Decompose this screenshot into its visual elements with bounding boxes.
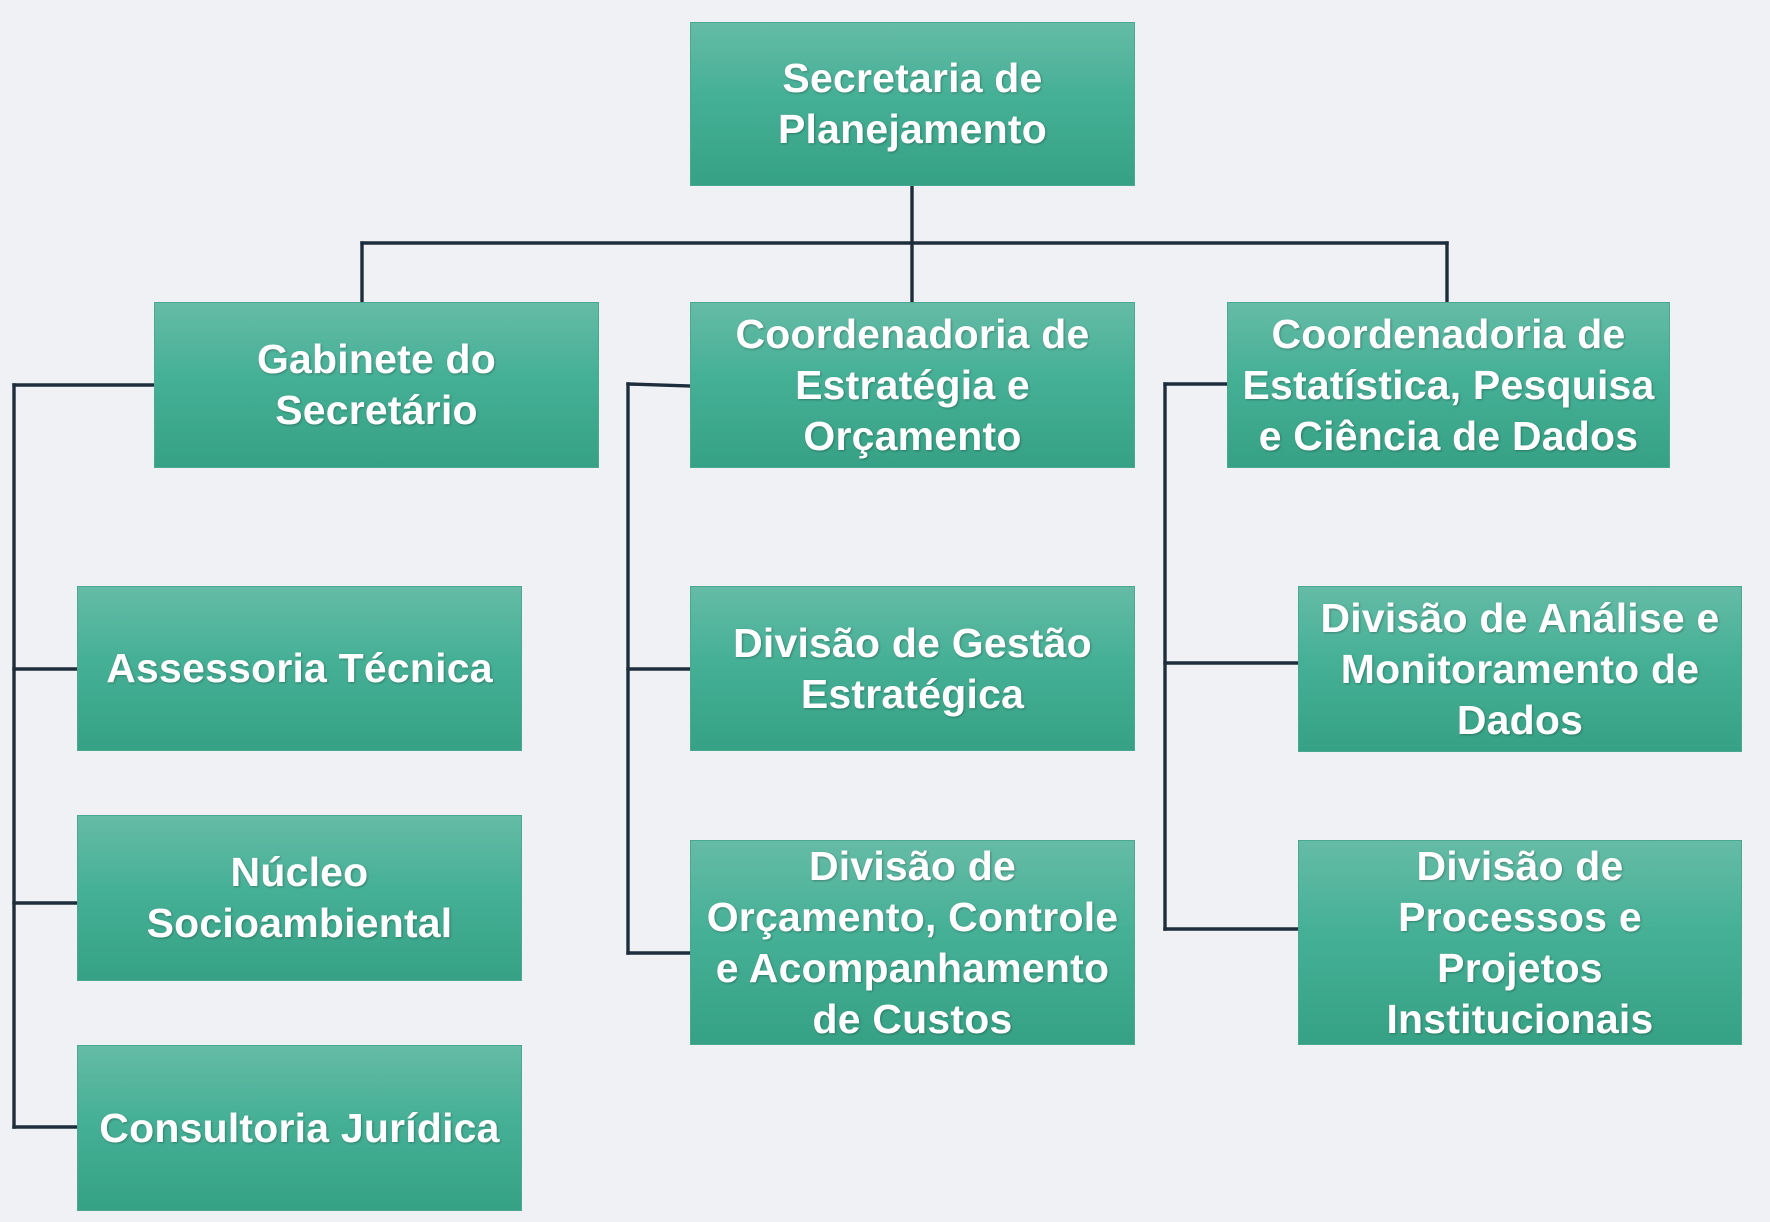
box-coordenadoria-estatistica: Coordenadoria de Estatística, Pesquisa e…: [1227, 302, 1670, 468]
box-label: Gabinete do Secretário: [256, 336, 497, 433]
box-label: Coordenadoria de Estratégia e Orçamento: [735, 310, 1090, 459]
connector-estrategia-stub: [626, 382, 692, 388]
box-coordenadoria-estrategia-orcamento: Coordenadoria de Estratégia e Orçamento: [690, 302, 1135, 468]
box-label: Coordenadoria de Estatística, Pesquisa e…: [1242, 310, 1655, 459]
box-divisao-gestao-estrategica: Divisão de Gestão Estratégica: [690, 586, 1135, 751]
box-secretaria-planejamento: Secretaria de Planejamento: [690, 22, 1135, 186]
box-label: Divisão de Processos e Projetos Instituc…: [1386, 842, 1654, 1042]
box-label: Divisão de Análise e Monitoramento de Da…: [1320, 594, 1720, 743]
box-label: Assessoria Técnica: [106, 645, 493, 691]
box-label: Consultoria Jurídica: [99, 1104, 500, 1151]
box-gabinete-secretario: Gabinete do Secretário: [154, 302, 599, 468]
box-label: Secretaria de Planejamento: [778, 55, 1047, 152]
box-label: Divisão de Orçamento, Controle e Acompan…: [706, 842, 1119, 1042]
box-consultoria-juridica: Consultoria Jurídica: [77, 1045, 522, 1211]
box-divisao-orcamento-controle: Divisão de Orçamento, Controle e Acompan…: [690, 840, 1135, 1045]
box-divisao-processos-projetos: Divisão de Processos e Projetos Instituc…: [1298, 840, 1742, 1045]
box-divisao-analise-monitoramento: Divisão de Análise e Monitoramento de Da…: [1298, 586, 1742, 752]
box-assessoria-tecnica: Assessoria Técnica: [77, 586, 522, 751]
box-nucleo-socioambiental: Núcleo Socioambiental: [77, 815, 522, 981]
box-label: Divisão de Gestão Estratégica: [733, 619, 1092, 717]
box-label: Núcleo Socioambiental: [146, 849, 453, 946]
